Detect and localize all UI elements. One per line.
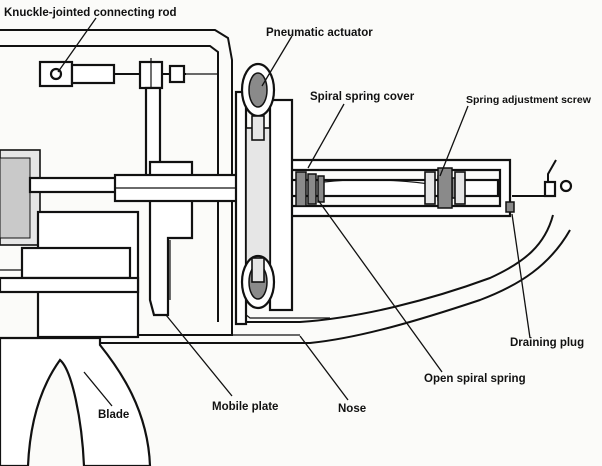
label-spiral-spring-cover: Spiral spring cover xyxy=(310,91,415,103)
spring-adjustment-screw xyxy=(424,167,466,209)
label-open-spiral-spring: Open spiral spring xyxy=(424,373,526,385)
blade-housing xyxy=(0,210,140,339)
label-blade: Blade xyxy=(98,409,129,421)
label-knuckle-jointed-connecting-rod: Knuckle-jointed connecting rod xyxy=(4,7,177,19)
label-pneumatic-actuator: Pneumatic actuator xyxy=(266,27,373,39)
open-spiral-spring xyxy=(295,171,431,207)
label-nose: Nose xyxy=(338,403,366,415)
right-bracket xyxy=(512,159,573,198)
pneumatic-actuator xyxy=(234,62,294,326)
label-spring-adjustment-screw: Spring adjustment screw xyxy=(466,94,592,106)
machine-housing xyxy=(0,29,233,336)
draining-plug xyxy=(505,201,515,213)
label-draining-plug: Draining plug xyxy=(510,337,584,349)
knuckle-jointed-connecting-rod xyxy=(38,58,218,92)
leader-lines xyxy=(57,17,531,407)
blade xyxy=(0,336,152,466)
label-mobile-plate: Mobile plate xyxy=(212,401,278,413)
nose xyxy=(100,214,571,344)
